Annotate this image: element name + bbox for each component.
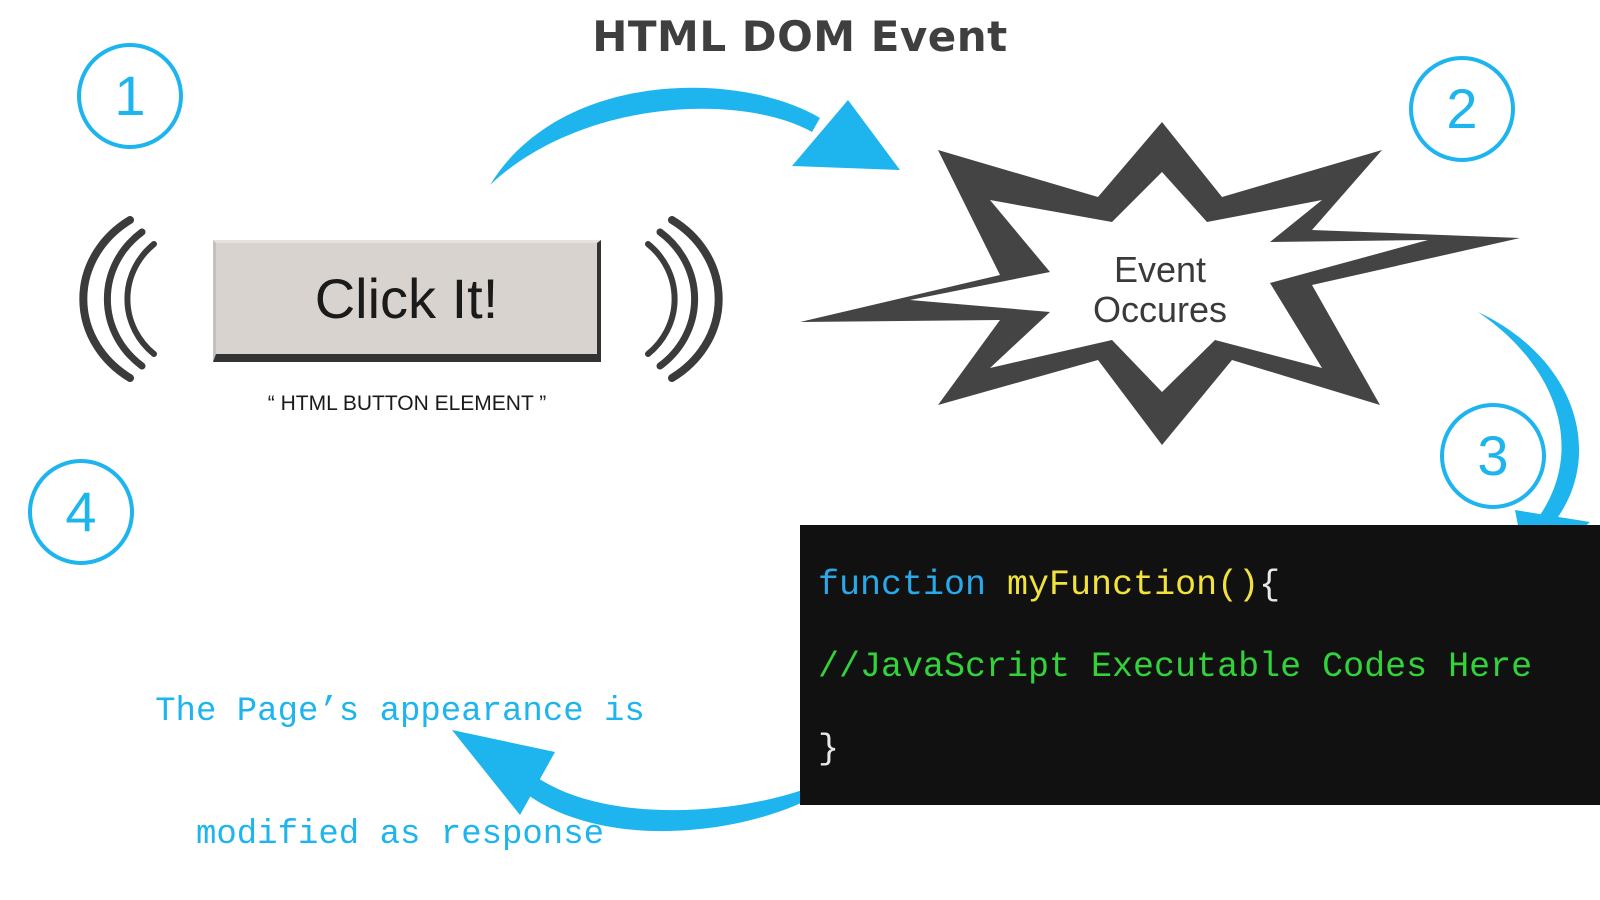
response-line-1: The Page’s appearance is [155,693,645,731]
code-keyword: function [818,565,987,605]
code-comment: //JavaScript Executable Codes Here [818,647,1533,687]
button-caption: “ HTML BUTTON ELEMENT ” [267,392,547,415]
step-2-badge: 2 [1409,56,1515,162]
step-1-badge: 1 [77,43,183,149]
code-line-comment: //JavaScript Executable Codes Here [818,647,1600,729]
arrow-code-to-page-icon [452,730,862,832]
event-label: Event Occures [1060,250,1260,330]
step-4-badge: 4 [28,459,134,565]
left-signal-waves-icon [79,216,157,382]
response-text: The Page’s appearance is modified as res… [100,610,700,897]
arrow-button-to-event-icon [490,87,900,185]
event-label-line-1: Event [1113,249,1207,290]
code-close-brace: } [818,729,840,769]
right-signal-waves-icon [645,216,723,382]
code-block: function myFunction(){ //JavaScript Exec… [800,525,1600,805]
code-line-close: } [818,729,1600,811]
event-starburst-icon [800,122,1520,445]
click-it-button[interactable]: Click It! [213,240,601,362]
response-line-2: modified as response [195,816,605,854]
code-open-brace: { [1259,565,1281,605]
code-parens: () [1217,565,1260,605]
step-3-badge: 3 [1440,403,1546,509]
diagram-title: HTML DOM Event [592,12,1008,61]
code-line-signature: function myFunction(){ [818,565,1600,647]
code-function-name: myFunction [1007,565,1218,605]
event-label-line-2: Occures [1092,289,1228,330]
